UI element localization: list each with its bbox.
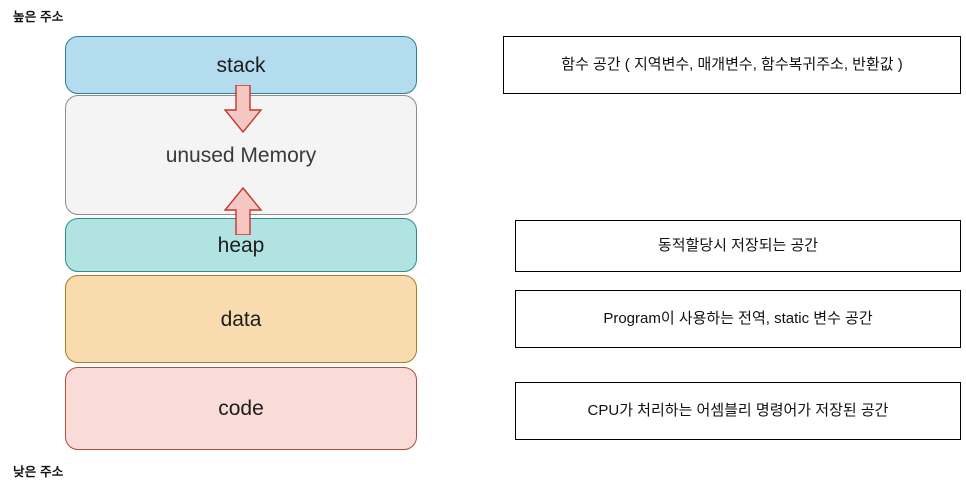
memory-segment-code: code: [65, 367, 417, 450]
description-box-code: CPU가 처리하는 어셈블리 명령어가 저장된 공간: [515, 382, 961, 440]
high-address-label: 높은 주소: [13, 10, 64, 24]
description-box-stack: 함수 공간 ( 지역변수, 매개변수, 함수복귀주소, 반환값 ): [503, 36, 961, 94]
memory-segment-data-label: data: [220, 307, 262, 331]
description-box-heap: 동적할당시 저장되는 공간: [515, 220, 961, 272]
description-box-data: Program이 사용하는 전역, static 변수 공간: [515, 290, 961, 348]
memory-segment-heap-label: heap: [217, 233, 265, 257]
low-address-label: 낮은 주소: [13, 465, 64, 479]
memory-segment-code-label: code: [218, 397, 264, 420]
memory-layout-diagram: stack unused Memory heap data code: [65, 36, 417, 450]
memory-segment-heap: heap: [65, 218, 417, 272]
memory-segment-stack-label: stack: [216, 53, 266, 77]
memory-segment-data: data: [65, 275, 417, 363]
memory-segment-stack: stack: [65, 36, 417, 94]
memory-segment-unused: unused Memory: [65, 95, 417, 215]
memory-segment-unused-label: unused Memory: [165, 143, 317, 167]
